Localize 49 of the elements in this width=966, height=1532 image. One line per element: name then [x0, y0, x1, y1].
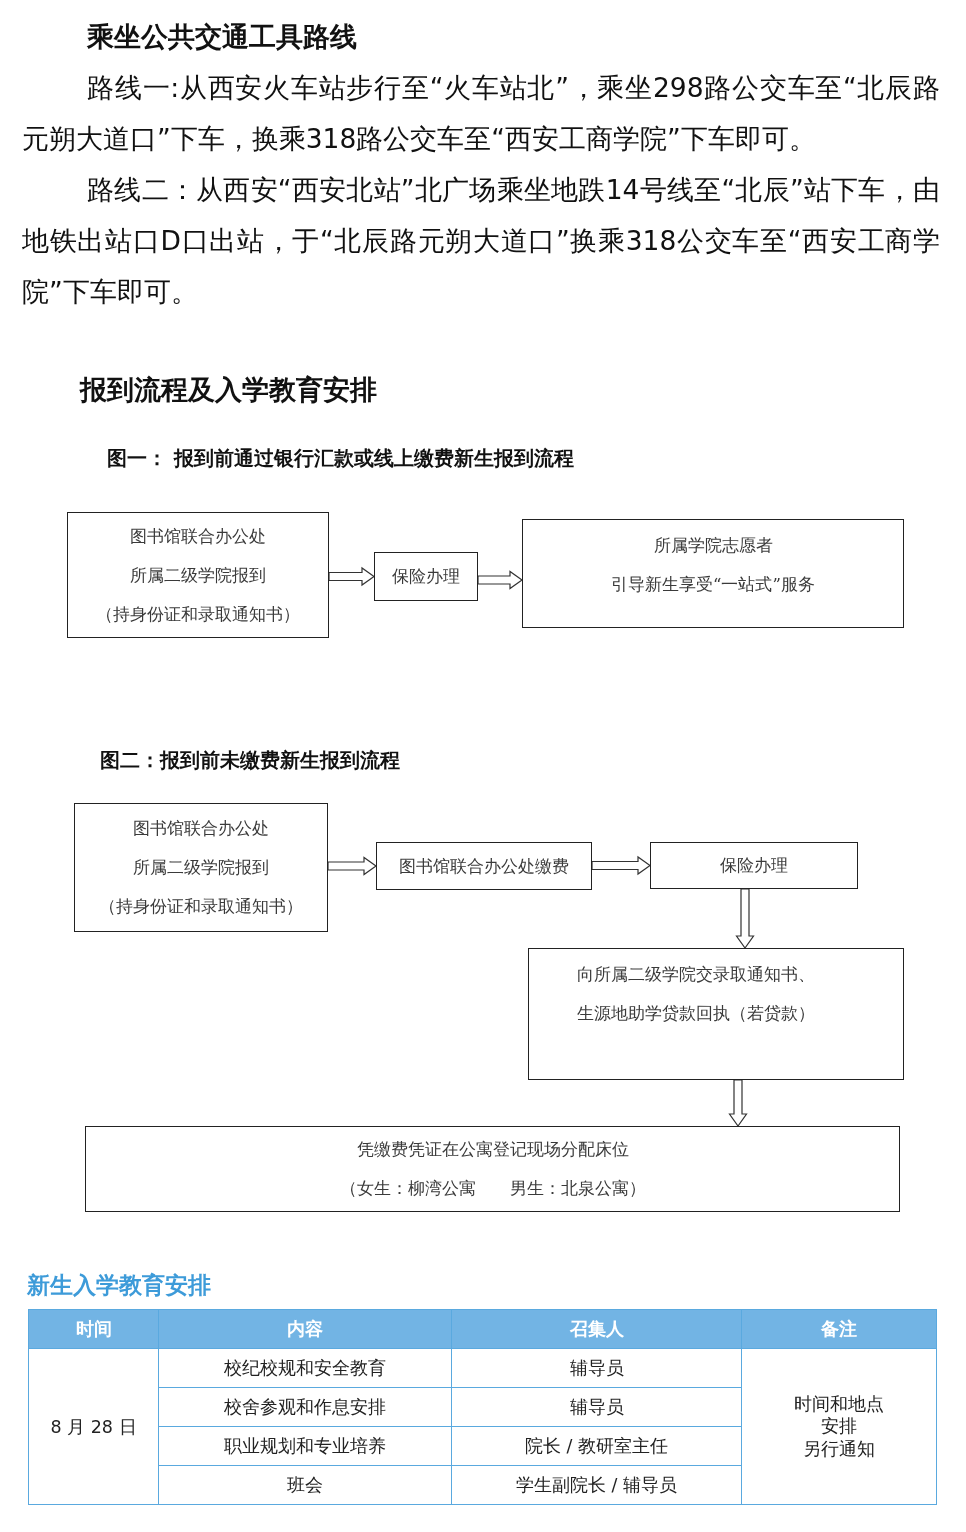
table-title: 新生入学教育安排 [27, 1271, 211, 1300]
box-text: 保险办理 [720, 855, 788, 877]
process-box [522, 519, 904, 628]
block-arrow [735, 888, 755, 950]
column-header: 备注 [741, 1309, 937, 1349]
column-header: 内容 [158, 1309, 452, 1349]
table-cell: 辅导员 [451, 1348, 742, 1388]
process-box [528, 948, 904, 1080]
box-text: 凭缴费凭证在公寓登记现场分配床位 [356, 1139, 629, 1161]
box-text: （持身份证和录取通知书） [99, 896, 303, 918]
box-text: 所属学院志愿者 [653, 534, 773, 557]
table-cell: 8 月 28 日 [28, 1348, 159, 1505]
route-paragraph: 路线一:从西安火车站步行至“火车站北”，乘坐298路公交车至“北辰路元朔大道口”下车，换乘318路公交车至“西安工商学院”下车即可。 [22, 71, 940, 156]
process-box [85, 1126, 900, 1212]
box-text: 所属二级学院报到 [133, 857, 269, 879]
cell-text: 时间和地点 [794, 1392, 884, 1416]
box-text: （持身份证和录取通知书） [96, 603, 300, 626]
process-box [374, 552, 478, 601]
block-arrow [477, 570, 524, 590]
box-text: 图书馆联合办公处缴费 [399, 855, 569, 878]
table-cell: 校纪校规和安全教育 [158, 1348, 452, 1388]
box-text: 向所属二级学院交录取通知书、 [577, 964, 815, 986]
section-heading: 乘坐公共交通工具路线 [87, 20, 357, 54]
cell-text: 安排 [821, 1415, 857, 1438]
box-text: 图书馆联合办公处 [133, 818, 269, 840]
process-box [376, 842, 592, 890]
block-arrow [327, 856, 378, 876]
route-paragraph: 路线二：从西安“西安北站”北广场乘坐地跌14号线至“北辰”站下车，由地铁出站口D口出站，于“北辰路元朔大道口”换乘318公交车至“西安工商学院”下车即可。 [22, 173, 940, 309]
box-text: 生源地助学贷款回执（若贷款） [577, 1003, 815, 1025]
block-arrow [328, 566, 376, 587]
column-header: 时间 [28, 1309, 159, 1349]
block-arrow [728, 1079, 748, 1128]
block-arrow [591, 855, 652, 876]
figure-caption: 图一： 报到前通过银行汇款或线上缴费新生报到流程 [107, 446, 574, 472]
table-cell: 班会 [158, 1465, 452, 1505]
process-box [74, 803, 328, 932]
process-box [67, 512, 329, 638]
figure-caption: 图二：报到前未缴费新生报到流程 [100, 748, 400, 774]
cell-text: 另行通知 [803, 1437, 875, 1461]
column-header: 召集人 [451, 1309, 742, 1349]
table-cell: 职业规划和专业培养 [158, 1426, 452, 1466]
box-text: 引导新生享受“一站式”服务 [611, 573, 815, 596]
box-text: 所属二级学院报到 [130, 564, 266, 587]
box-text: （女生：柳湾公寓 男生：北泉公寓） [339, 1178, 646, 1200]
section-heading: 报到流程及入学教育安排 [80, 373, 377, 407]
process-box [650, 842, 858, 889]
box-text: 保险办理 [392, 566, 460, 588]
box-text: 图书馆联合办公处 [130, 525, 266, 548]
table-cell: 校舍参观和作息安排 [158, 1387, 452, 1427]
